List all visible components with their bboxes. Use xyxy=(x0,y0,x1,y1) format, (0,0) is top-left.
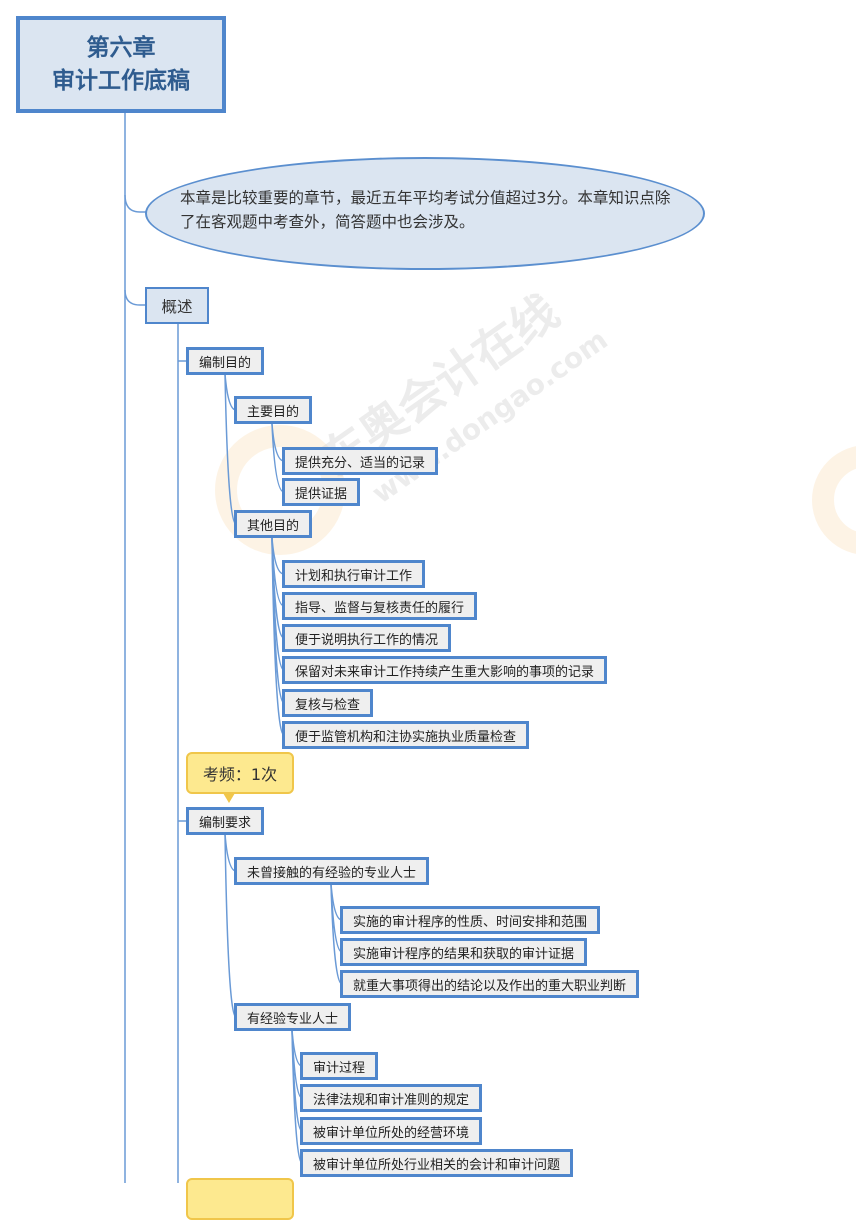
root-topic[interactable]: 第六章 审计工作底稿 xyxy=(16,16,226,113)
experienced-item[interactable]: 被审计单位所处行业相关的会计和审计问题 xyxy=(300,1149,574,1177)
callout-tail xyxy=(223,793,235,803)
next-callout-partial[interactable] xyxy=(186,1178,294,1220)
watermark-url: www.dongao.com xyxy=(365,322,614,511)
summary-text: 本章是比较重要的章节，最近五年平均考试分值超过3分。本章知识点除了在客观题中考查… xyxy=(180,189,671,231)
topic-inexperienced-reviewer[interactable]: 未曾接触的有经验的专业人士 xyxy=(234,857,430,885)
topic-experienced-professional[interactable]: 有经验专业人士 xyxy=(234,1003,352,1031)
experienced-item[interactable]: 审计过程 xyxy=(300,1052,379,1080)
other-purpose-item[interactable]: 指导、监督与复核责任的履行 xyxy=(282,592,478,620)
other-purpose-item[interactable]: 复核与检查 xyxy=(282,689,374,717)
root-title-name: 审计工作底稿 xyxy=(52,67,190,94)
inexperienced-item[interactable]: 实施审计程序的结果和获取的审计证据 xyxy=(340,938,588,966)
inexperienced-item[interactable]: 就重大事项得出的结论以及作出的重大职业判断 xyxy=(340,970,640,998)
watermark-logo-ring-right xyxy=(812,445,856,555)
topic-overview[interactable]: 概述 xyxy=(145,287,209,324)
experienced-item[interactable]: 被审计单位所处的经营环境 xyxy=(300,1117,483,1145)
topic-requirements[interactable]: 编制要求 xyxy=(186,807,265,835)
topic-other-purpose[interactable]: 其他目的 xyxy=(234,510,313,538)
experienced-item[interactable]: 法律法规和审计准则的规定 xyxy=(300,1084,483,1112)
other-purpose-item[interactable]: 便于监管机构和注协实施执业质量检查 xyxy=(282,721,530,749)
main-purpose-item[interactable]: 提供充分、适当的记录 xyxy=(282,447,439,475)
main-purpose-item[interactable]: 提供证据 xyxy=(282,478,361,506)
inexperienced-item[interactable]: 实施的审计程序的性质、时间安排和范围 xyxy=(340,906,601,934)
frequency-callout[interactable]: 考频：1次 xyxy=(186,752,294,794)
other-purpose-item[interactable]: 便于说明执行工作的情况 xyxy=(282,624,452,652)
summary-ellipse-topic[interactable] xyxy=(145,157,705,270)
root-title-chapter: 第六章 xyxy=(86,34,156,61)
other-purpose-item[interactable]: 计划和执行审计工作 xyxy=(282,560,426,588)
other-purpose-item[interactable]: 保留对未来审计工作持续产生重大影响的事项的记录 xyxy=(282,656,608,684)
topic-main-purpose[interactable]: 主要目的 xyxy=(234,396,313,424)
topic-purpose[interactable]: 编制目的 xyxy=(186,347,265,375)
